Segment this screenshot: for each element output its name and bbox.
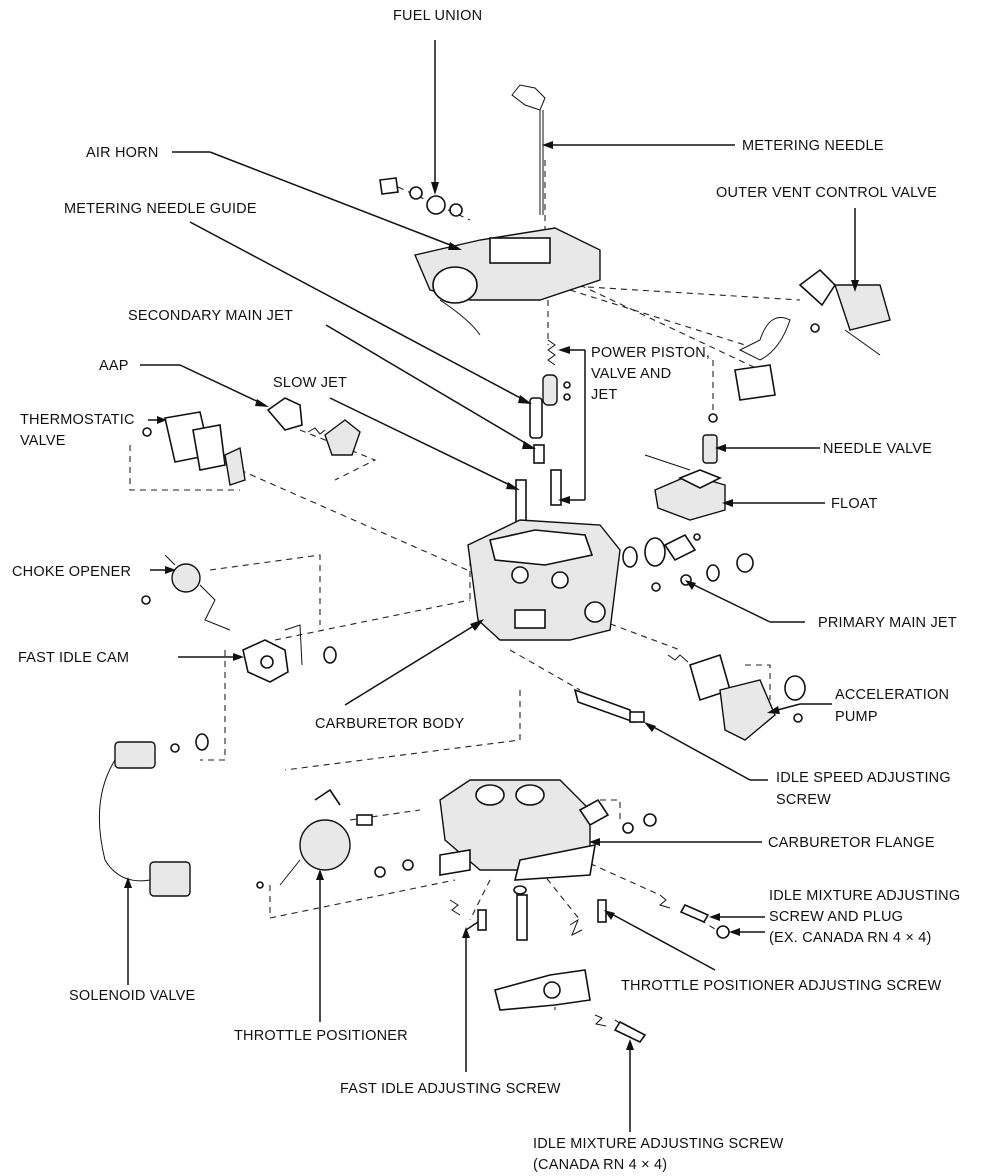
part-solenoid-valve [98, 733, 209, 897]
leader-lines [124, 40, 859, 1132]
part-float [654, 469, 726, 521]
label-choke-opener: CHOKE OPENER [12, 564, 131, 580]
label-carburetor-flange: CARBURETOR FLANGE [768, 835, 935, 851]
label-float: FLOAT [831, 496, 878, 512]
label-carburetor-body: CARBURETOR BODY [315, 716, 464, 732]
label-metering-needle-guide: METERING NEEDLE GUIDE [64, 201, 257, 217]
callout-labels: FUEL UNION METERING NEEDLE AIR HORN OUTE… [12, 8, 960, 1173]
label-solenoid-valve: SOLENOID VALVE [69, 988, 195, 1004]
part-idle-speed-screw [573, 688, 645, 724]
part-fast-idle-screw [449, 885, 528, 941]
label-acceleration-pump-line1: ACCELERATION [835, 687, 949, 703]
label-thermostatic-valve-line2: VALVE [20, 433, 66, 449]
label-power-piston-line3: JET [591, 387, 617, 403]
part-primary-main-jet-gaskets [622, 533, 754, 592]
label-primary-main-jet: PRIMARY MAIN JET [818, 615, 957, 631]
part-carburetor-body [467, 519, 621, 641]
label-idle-mixture-canada-line1: IDLE MIXTURE ADJUSTING SCREW [533, 1136, 784, 1152]
label-metering-needle: METERING NEEDLE [742, 138, 884, 154]
part-secondary-main-jet [533, 444, 545, 464]
label-acceleration-pump-line2: PUMP [835, 709, 878, 725]
label-needle-valve: NEEDLE VALVE [823, 441, 932, 457]
label-fuel-union: FUEL UNION [393, 8, 482, 24]
label-throttle-positioner: THROTTLE POSITIONER [234, 1028, 408, 1044]
label-fast-idle-adjusting-screw: FAST IDLE ADJUSTING SCREW [340, 1081, 561, 1097]
part-slow-jet [515, 479, 527, 526]
label-idle-mixture-plug-line3: (EX. CANADA RN 4 × 4) [769, 930, 932, 946]
label-aap: AAP [99, 358, 129, 374]
label-idle-mixture-canada-line2: (CANADA RN 4 × 4) [533, 1157, 667, 1173]
part-air-horn [414, 227, 601, 336]
label-power-piston-line1: POWER PISTON, [591, 345, 710, 361]
part-aap [266, 397, 361, 456]
label-slow-jet: SLOW JET [273, 375, 347, 391]
part-thermostatic-valve [142, 411, 246, 486]
assembly-dashed-lines [129, 160, 801, 1031]
label-fast-idle-cam: FAST IDLE CAM [18, 650, 129, 666]
label-secondary-main-jet: SECONDARY MAIN JET [128, 308, 293, 324]
part-outer-vent-control-valve [798, 268, 891, 356]
part-metering-needle [511, 84, 546, 215]
label-outer-vent-control-valve: OUTER VENT CONTROL VALVE [716, 185, 937, 201]
part-throttle-positioner-adjusting-screw [569, 899, 607, 937]
part-metering-needle-guide [529, 397, 543, 439]
part-choke-opener [141, 554, 231, 631]
part-float-hinge [708, 317, 791, 423]
part-fast-idle-cam [242, 624, 337, 683]
label-idle-mixture-plug-line2: SCREW AND PLUG [769, 909, 903, 925]
part-power-piston [542, 339, 571, 406]
label-throttle-positioner-adjusting-screw: THROTTLE POSITIONER ADJUSTING SCREW [621, 978, 941, 994]
label-idle-mixture-plug-line1: IDLE MIXTURE ADJUSTING [769, 888, 960, 904]
part-fuel-union [379, 177, 463, 217]
label-idle-speed-screw-line1: IDLE SPEED ADJUSTING [776, 770, 951, 786]
part-canada-mixture-bracket [494, 969, 647, 1044]
part-throttle-positioner [256, 788, 414, 889]
label-air-horn: AIR HORN [86, 145, 159, 161]
part-acceleration-pump [667, 653, 806, 741]
part-power-valve [550, 469, 562, 506]
label-thermostatic-valve-line1: THERMOSTATIC [20, 412, 135, 428]
label-idle-speed-screw-line2: SCREW [776, 792, 831, 808]
part-needle-valve [644, 434, 718, 471]
part-carburetor-flange [439, 779, 657, 881]
label-power-piston-line2: VALVE AND [591, 366, 671, 382]
